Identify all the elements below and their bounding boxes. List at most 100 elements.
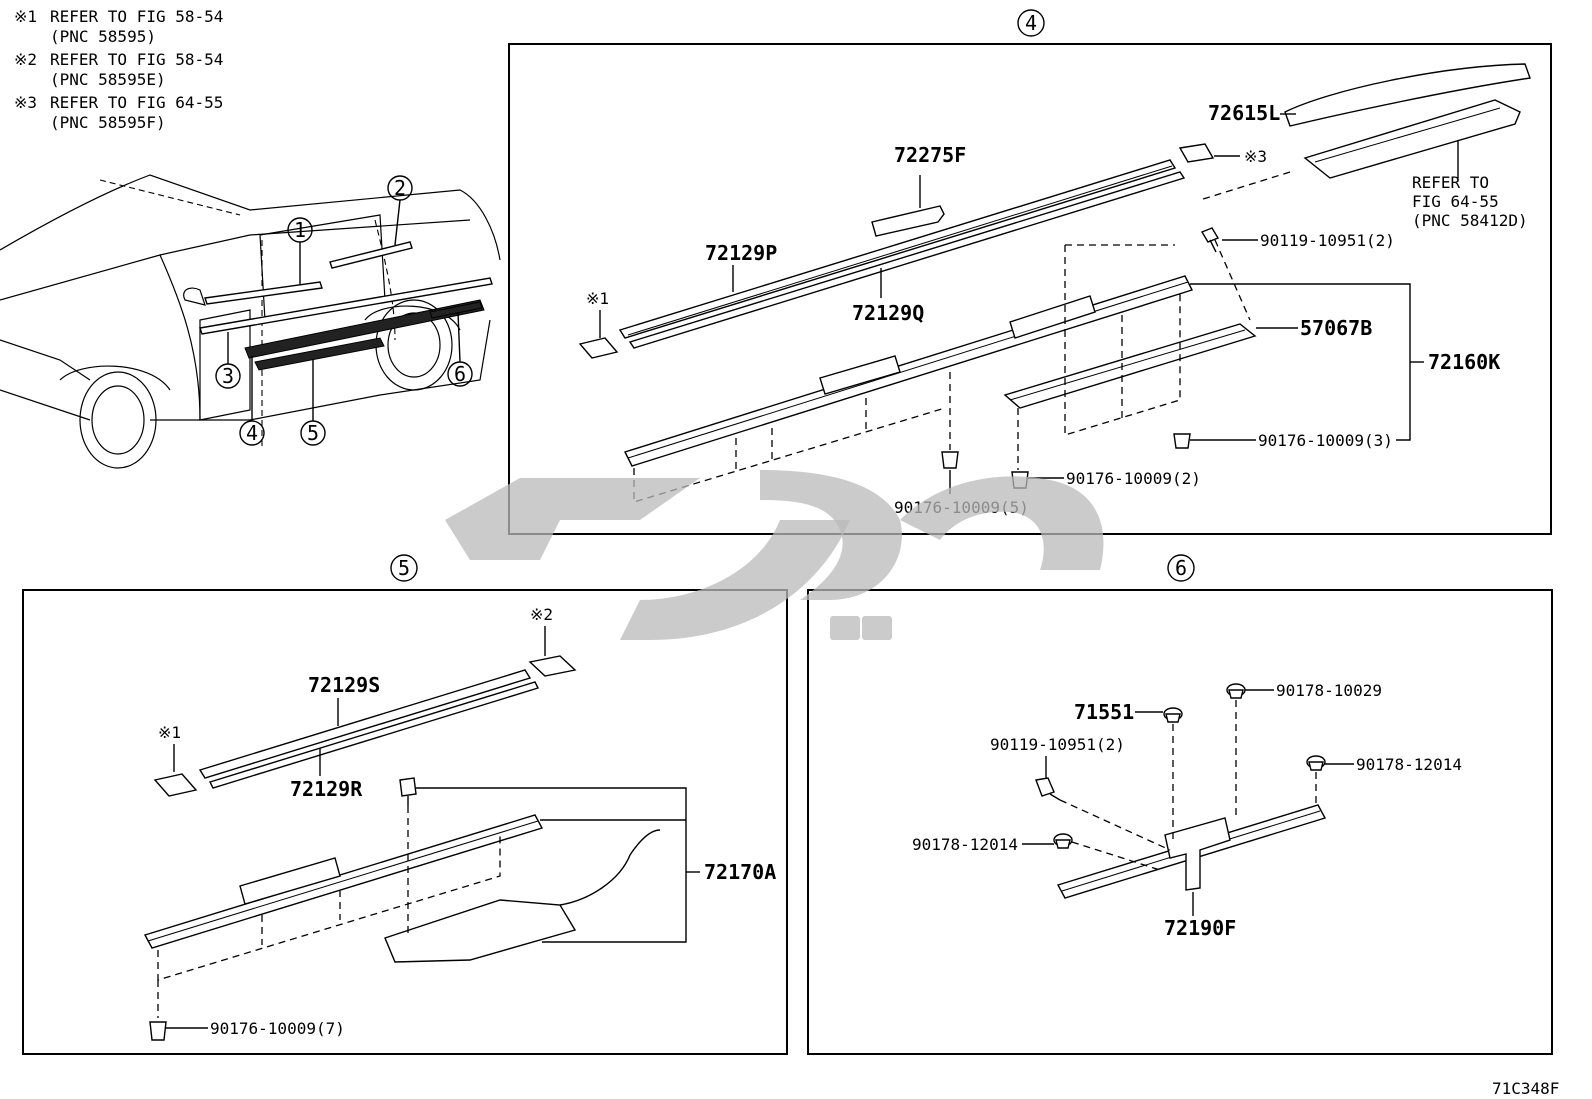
rail-bracket-a	[819, 355, 901, 395]
trim-72129S	[198, 669, 532, 779]
screw-72170A	[399, 777, 417, 806]
car-belt-line	[0, 219, 471, 301]
label-90176-10009-2: 90176-10009(2)	[1066, 469, 1201, 488]
note-2-mark: ※2	[14, 50, 37, 69]
car-front-door-outline	[199, 309, 251, 421]
bracket-57067B	[1003, 323, 1257, 409]
figure-code: 71C348F	[1492, 1079, 1559, 1098]
svg-text:4: 4	[246, 421, 258, 445]
clip-72275F	[871, 205, 945, 237]
section-5-ref-2: ※2	[530, 605, 553, 624]
trim-72129P	[618, 159, 1177, 339]
label-72129P: 72129P	[705, 241, 777, 265]
clip-90176-10009-5	[941, 451, 959, 469]
section-5-frame	[22, 589, 788, 1055]
front-wheel	[79, 371, 157, 469]
car-roof-rail	[99, 179, 241, 216]
rear-wheel-arch	[364, 305, 461, 331]
clip-90176-10009-3	[1173, 433, 1191, 449]
note-3-mark: ※3	[14, 93, 37, 112]
nut-90178-12014-left	[1053, 833, 1073, 849]
overview-part-1	[204, 281, 323, 305]
svg-text:2: 2	[394, 176, 406, 200]
section-5-number-circle	[390, 554, 418, 582]
trim-72129Q	[628, 171, 1186, 349]
pad-ref-1-s5	[153, 773, 198, 797]
motor-unit	[384, 899, 577, 963]
overview-callout-4: 4	[239, 356, 265, 446]
nut-90178-10029	[1226, 683, 1246, 699]
svg-text:5: 5	[307, 421, 319, 445]
car-door-gap-2	[374, 219, 396, 341]
clip-90176-10009-7	[149, 1021, 167, 1041]
rail-bracket-b	[1009, 295, 1096, 339]
label-90178-12014-left: 90178-12014	[912, 835, 1018, 854]
reference-notes: ※1 REFER TO FIG 58-54 (PNC 58595) ※2 REF…	[14, 7, 223, 132]
note-1-line1: REFER TO FIG 58-54	[50, 7, 223, 26]
section-4-number-circle	[1017, 9, 1045, 37]
emblem-72615L	[1284, 63, 1531, 127]
refer-line3: (PNC 58412D)	[1412, 211, 1528, 230]
refer-line2: FIG 64-55	[1412, 192, 1499, 211]
label-90119-10951: 90119-10951(2)	[1260, 231, 1395, 250]
label-90178-10029: 90178-10029	[1276, 681, 1382, 700]
label-72129S: 72129S	[308, 673, 380, 697]
section-4-ref-3: ※3	[1244, 147, 1267, 166]
label-72275F: 72275F	[894, 143, 966, 167]
car-hood	[0, 339, 91, 381]
pad-ref-2	[528, 655, 577, 677]
front-wheel-rim	[91, 385, 145, 455]
car-bumper	[0, 389, 91, 421]
pad-ref-3	[1178, 143, 1215, 163]
svg-text:6: 6	[454, 362, 466, 386]
car-a-pillar	[159, 254, 201, 421]
vehicle-overview: 1 2 3 4 5 6	[0, 174, 501, 469]
screw-90119-10951	[1200, 227, 1220, 253]
overview-part-4	[244, 299, 485, 359]
overview-callout-1: 1	[287, 217, 313, 285]
section-5: 5 ※2 72129S 72129R ※1 72170A	[22, 554, 788, 1055]
section-6-number-circle	[1167, 554, 1195, 582]
section-6-number: 6	[1175, 556, 1187, 580]
motor-cable	[559, 829, 661, 906]
trim-72129R	[209, 681, 539, 789]
section-5-number: 5	[398, 556, 410, 580]
scuff-plate	[1303, 99, 1521, 179]
label-72129Q: 72129Q	[852, 301, 924, 325]
overview-callout-3: 3	[215, 332, 241, 389]
side-mirror	[183, 287, 206, 306]
note-3-line2: (PNC 58595F)	[50, 113, 166, 132]
car-roof-line	[0, 174, 501, 261]
rail-bracket-s5	[239, 857, 341, 905]
overview-part-6	[429, 301, 483, 319]
label-90119-10951-s6: 90119-10951(2)	[990, 735, 1125, 754]
refer-line1: REFER TO	[1412, 173, 1489, 192]
nut-71551	[1163, 707, 1183, 723]
overview-part-5	[254, 337, 385, 371]
label-90176-10009-7: 90176-10009(7)	[210, 1019, 345, 1038]
section-4-frame	[508, 43, 1552, 535]
rail-72170A	[143, 814, 544, 949]
note-2-line2: (PNC 58595E)	[50, 70, 166, 89]
label-72615L: 72615L	[1208, 101, 1280, 125]
label-72190F: 72190F	[1164, 916, 1236, 940]
nut-90178-12014-right	[1306, 755, 1326, 771]
section-4-number: 4	[1025, 11, 1037, 35]
section-6-frame	[807, 589, 1553, 1055]
note-1-mark: ※1	[14, 7, 37, 26]
section-4-ref-1: ※1	[586, 289, 609, 308]
watermark-logo	[445, 470, 1104, 640]
screw-90119-10951-s6	[1035, 777, 1061, 801]
bracket-line-72170A	[416, 787, 687, 943]
bracket-line-72160K	[1190, 283, 1411, 441]
note-3-line1: REFER TO FIG 64-55	[50, 93, 223, 112]
section-6: 6 72190F 71551 90178-10029 90178-12014	[807, 554, 1553, 1055]
label-72170A: 72170A	[704, 860, 776, 884]
overview-part-3	[199, 277, 493, 335]
rail-bracket-s6	[1164, 817, 1231, 891]
label-71551: 71551	[1074, 700, 1134, 724]
pad-ref-1	[578, 337, 619, 359]
label-72129R: 72129R	[290, 777, 363, 801]
front-wheel-arch	[59, 365, 171, 391]
